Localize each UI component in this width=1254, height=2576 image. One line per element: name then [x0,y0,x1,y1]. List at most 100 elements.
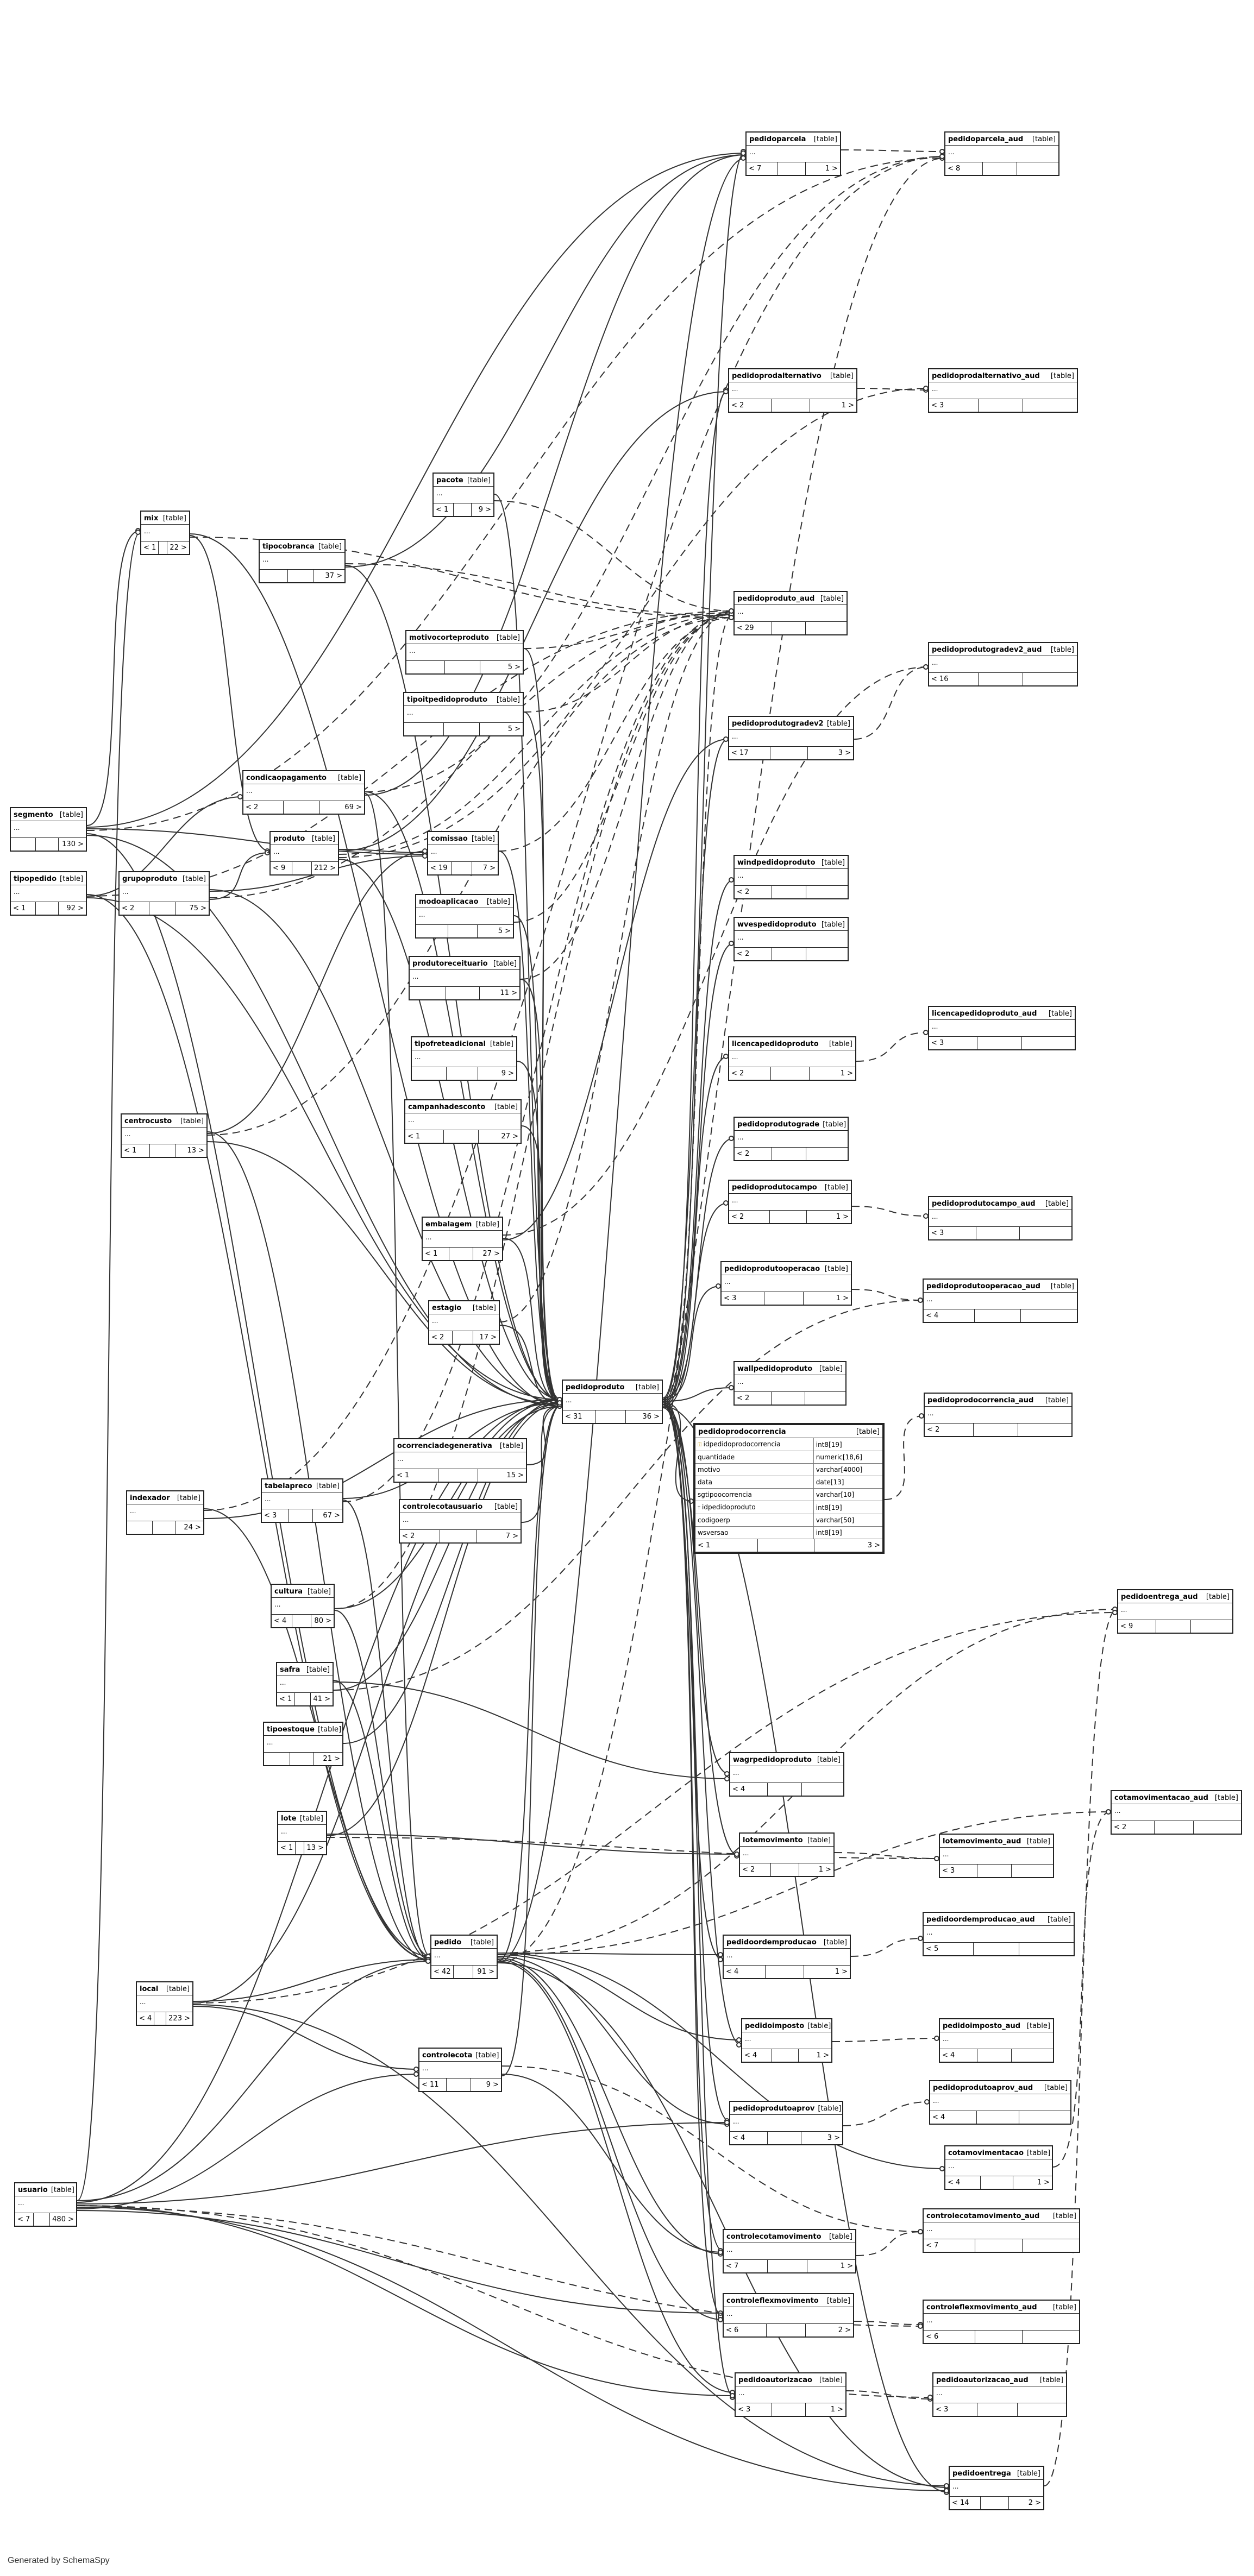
table-cotamovimentacao_aud[interactable]: cotamovimentacao_aud[table]...< 2 [1111,1790,1242,1835]
table-lotemovimento_aud[interactable]: lotemovimento_aud[table]...< 3 [939,1834,1054,1878]
table-indexador[interactable]: indexador[table]...24 > [126,1490,204,1535]
parents-count[interactable]: < 4 [930,2111,977,2124]
children-count[interactable] [802,1783,843,1796]
parents-count[interactable]: < 3 [736,2403,773,2416]
children-count[interactable]: 80 > [314,1617,331,1625]
children-count[interactable]: 17 > [479,1333,497,1341]
table-controleflexmovimento_aud[interactable]: controleflexmovimento_aud[table]...< 6 [923,2300,1080,2344]
children-count[interactable] [806,948,848,960]
children-count[interactable] [1194,1821,1241,1834]
parents-count[interactable]: < 2 [735,886,773,898]
children-count[interactable]: 67 > [323,1511,340,1520]
parents-count[interactable]: < 7 [15,2213,34,2226]
children-count[interactable]: 27 > [501,1132,518,1141]
children-count[interactable]: 9 > [478,506,491,514]
parents-count[interactable]: < 3 [933,2403,978,2416]
parents-count[interactable]: < 31 [563,1410,596,1423]
parents-count[interactable]: < 1 [423,1248,449,1260]
parents-count[interactable] [264,1753,290,1765]
children-count[interactable]: 480 > [52,2215,74,2224]
children-count[interactable] [1023,2239,1079,2252]
children-count[interactable]: 91 > [477,1968,494,1976]
parents-count[interactable]: < 5 [924,1943,974,1955]
parents-count[interactable]: < 7 [747,162,778,175]
table-pedidoparcela_aud[interactable]: pedidoparcela_aud[table]...< 8 [944,131,1059,176]
parents-count[interactable]: < 1 [405,1130,444,1143]
parents-count[interactable]: < 4 [945,2176,981,2189]
children-count[interactable]: 69 > [344,803,362,811]
children-count[interactable]: 9 > [501,1069,514,1078]
children-count[interactable]: 1 > [835,1968,848,1976]
children-count[interactable] [1023,2331,1079,2343]
table-tipoestoque[interactable]: tipoestoque[table]...21 > [263,1722,343,1766]
children-count[interactable]: 1 > [818,1866,831,1874]
table-modoaplicacao[interactable]: modoaplicacao[table]...5 > [415,894,514,939]
parents-count[interactable]: < 6 [924,2331,976,2343]
parents-count[interactable]: < 7 [924,2239,976,2252]
parents-count[interactable]: < 2 [729,1211,770,1223]
children-count[interactable]: 21 > [323,1755,340,1763]
children-count[interactable] [1021,1309,1077,1322]
children-count[interactable]: 1 > [840,1069,853,1078]
parents-count[interactable]: < 9 [271,862,292,874]
table-motivocorteproduto[interactable]: motivocorteproduto[table]...5 > [405,630,524,675]
children-count[interactable] [806,886,848,898]
children-count[interactable] [1012,2049,1053,2062]
children-count[interactable]: 3 > [838,749,851,757]
children-count[interactable]: 1 > [825,165,838,173]
parents-count[interactable]: < 2 [729,399,772,412]
children-count[interactable]: 3 > [827,2134,840,2142]
parents-count[interactable] [416,925,449,937]
parents-count[interactable]: < 4 [742,2049,772,2062]
parents-count[interactable]: < 4 [730,2132,768,2144]
children-count[interactable]: 2 > [838,2326,851,2334]
children-count[interactable]: 75 > [189,904,206,912]
table-wallpedidoproduto[interactable]: wallpedidoproduto[table]...< 2 [733,1361,847,1406]
children-count[interactable]: 15 > [506,1471,524,1479]
table-produtoreceituario[interactable]: produtoreceituario[table]...11 > [409,956,521,1000]
children-count[interactable]: 5 > [507,663,521,671]
table-segmento[interactable]: segmento[table]...130 > [10,807,87,852]
children-count[interactable]: 2 > [1028,2499,1041,2507]
parents-count[interactable]: < 3 [929,1037,978,1049]
parents-count[interactable]: < 3 [929,399,979,412]
children-count[interactable] [1191,1620,1232,1633]
children-count[interactable]: 223 > [168,2014,190,2023]
children-count[interactable] [1017,162,1058,175]
parents-count[interactable]: < 4 [730,1783,768,1796]
table-pedidoautorizacao_aud[interactable]: pedidoautorizacao_aud[table]...< 3 [932,2372,1067,2417]
parents-count[interactable]: < 1 [695,1539,758,1552]
children-count[interactable]: 212 > [314,864,336,872]
parents-count[interactable]: < 2 [400,1530,440,1542]
parents-count[interactable]: < 4 [924,1309,975,1322]
table-wagrpedidoproduto[interactable]: wagrpedidoproduto[table]...< 4 [729,1752,844,1797]
table-wvespedidoproduto[interactable]: wvespedidoproduto[table]...< 2 [733,917,849,961]
children-count[interactable]: 1 > [1037,2178,1050,2187]
parents-count[interactable]: < 3 [722,1292,765,1305]
table-pedidoentrega_aud[interactable]: pedidoentrega_aud[table]...< 9 [1117,1589,1233,1634]
children-count[interactable]: 1 > [836,1294,849,1302]
children-count[interactable]: 1 > [830,2405,843,2414]
children-count[interactable]: 1 > [816,2051,829,2059]
table-pedidoprodutoaprov_aud[interactable]: pedidoprodutoaprov_aud[table]...< 4 [929,2080,1071,2125]
children-count[interactable]: 9 > [486,2081,499,2089]
parents-count[interactable]: < 2 [925,1424,974,1436]
parents-count[interactable]: < 4 [940,2049,978,2062]
parents-count[interactable]: < 2 [429,1331,453,1344]
